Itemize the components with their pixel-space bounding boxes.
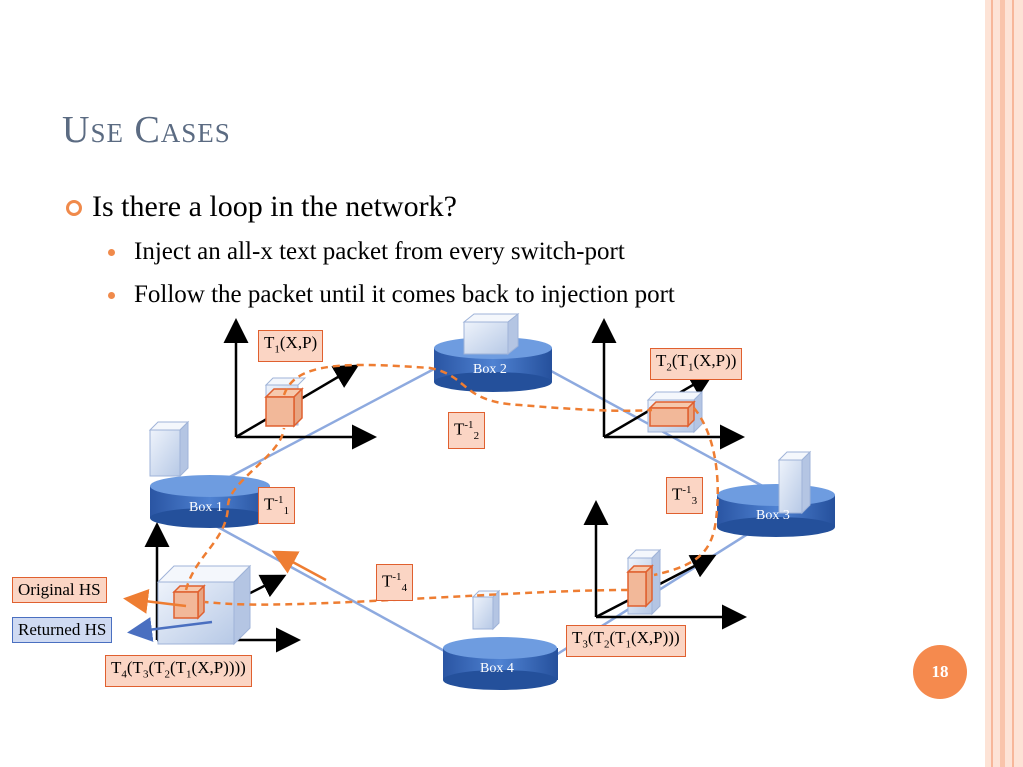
path-seg-2 xyxy=(653,407,719,577)
bullet-text: Is there a loop in the network? xyxy=(92,190,457,223)
bullet-dot-icon xyxy=(108,292,115,299)
hs-cube-box1 xyxy=(148,420,190,478)
bullet-ring-icon xyxy=(66,200,82,216)
hs-cube-box3 xyxy=(777,450,812,515)
original-hs-label: Original HS xyxy=(12,577,107,603)
link-box1-box4 xyxy=(204,518,471,667)
packet-cube-3 xyxy=(626,564,654,608)
original-hs-arrow xyxy=(123,588,187,614)
box-1 xyxy=(150,475,270,528)
packet-cube-4 xyxy=(172,584,206,620)
label-t2: T2(T1(X,P)) xyxy=(650,348,743,381)
network-diagram xyxy=(123,312,835,690)
box-1-label: Box 1 xyxy=(189,500,223,515)
hs-cube-box4 xyxy=(471,589,501,631)
path-seg-1 xyxy=(282,363,653,413)
box-4 xyxy=(443,637,558,690)
edge-stripe xyxy=(1012,0,1014,767)
packet-path xyxy=(184,363,719,606)
label-inverse-t4: T-14 xyxy=(376,564,414,602)
box-3-label: Box 3 xyxy=(756,508,790,523)
direction-arrow xyxy=(271,550,327,582)
edge-stripe xyxy=(991,0,993,767)
sub-bullet-text: Inject an all-x text packet from every s… xyxy=(134,238,625,265)
box-2-label: Box 2 xyxy=(473,362,507,377)
path-seg-3 xyxy=(204,588,629,606)
label-inverse-t2: T-12 xyxy=(448,412,486,450)
label-inverse-t1: T-11 xyxy=(258,487,296,525)
label-t4: T4(T3(T2(T1(X,P)))) xyxy=(105,655,252,688)
label-t3: T3(T2(T1(X,P))) xyxy=(566,625,686,658)
box-4-label: Box 4 xyxy=(480,661,514,676)
packet-cube-2 xyxy=(648,400,696,428)
path-seg-4 xyxy=(184,427,286,591)
edge-stripe xyxy=(1000,0,1005,767)
label-t1: T1(X,P) xyxy=(258,330,324,363)
bullet-dot-icon xyxy=(108,249,115,256)
returned-hs-arrow xyxy=(127,617,213,642)
link-box1-box2 xyxy=(204,348,471,492)
slide-title: Use Cases xyxy=(62,109,231,151)
page-number: 18 xyxy=(913,645,967,699)
returned-hs-label: Returned HS xyxy=(12,617,113,643)
sub-bullet-text: Follow the packet until it comes back to… xyxy=(134,281,675,308)
label-inverse-t3: T-13 xyxy=(666,477,704,515)
hs-cube-box2 xyxy=(462,312,520,356)
